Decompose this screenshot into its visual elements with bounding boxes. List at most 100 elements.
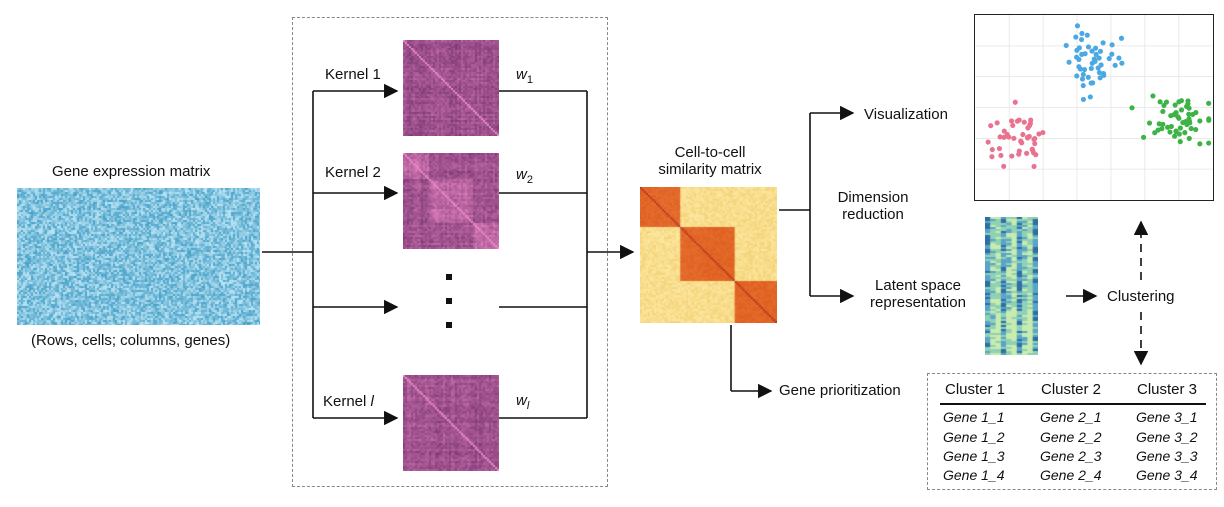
cluster-3-point <box>1188 126 1194 132</box>
cluster-3-point <box>1180 119 1186 126</box>
cluster-3-point <box>1186 116 1192 122</box>
cluster-3-point <box>1206 100 1212 106</box>
cluster-3-point <box>1185 98 1191 104</box>
cluster-1-point <box>1018 139 1024 145</box>
cluster-3-point <box>1150 93 1156 99</box>
cluster-3-point <box>1176 131 1182 137</box>
gene-expression-matrix <box>17 188 260 325</box>
cluster-3-point <box>1140 134 1147 140</box>
cluster-2-point <box>1084 32 1090 38</box>
kernel-1-label: Kernel 1 <box>325 66 381 83</box>
cluster-3-point <box>1193 109 1199 116</box>
kernel-l-matrix <box>403 375 499 471</box>
cluster-2-point <box>1080 96 1086 102</box>
cluster-1-point <box>998 152 1004 159</box>
cluster-3-point <box>1182 130 1188 136</box>
latent-space-heatmap <box>985 217 1038 355</box>
weight-1-label: w1 <box>516 66 533 86</box>
cluster-3-point <box>1186 111 1192 117</box>
cluster-1-point <box>1011 135 1017 141</box>
cluster-2-point <box>1096 55 1102 61</box>
cluster-3-point <box>1160 108 1166 115</box>
cluster-2-point <box>1096 70 1103 76</box>
cluster-2-point <box>1080 82 1086 89</box>
cluster-1-point <box>1030 147 1036 153</box>
ellipsis-dot <box>446 298 452 304</box>
cluster-3-point <box>1178 107 1185 113</box>
cluster-3-point <box>1177 139 1183 145</box>
cluster-1-point <box>1040 129 1046 136</box>
cluster-3-point <box>1168 123 1174 129</box>
table-cell: Gene 2_3 <box>1040 448 1102 464</box>
cluster-3-point <box>1197 141 1203 147</box>
cluster-2-point <box>1093 51 1099 57</box>
cluster-2-point <box>1074 23 1081 29</box>
cluster-2-point <box>1078 36 1085 43</box>
cluster-1-point <box>1001 163 1007 169</box>
cluster-2-point <box>1093 45 1099 51</box>
cluster-3-point <box>1178 98 1185 104</box>
table-cell: Gene 1_4 <box>943 467 1005 483</box>
table-cell: Gene 2_4 <box>1040 467 1102 483</box>
cluster-1-point <box>1027 120 1033 126</box>
cluster-2-point <box>1063 42 1069 49</box>
cluster-2-point <box>1095 65 1101 71</box>
cluster-2-point <box>1080 71 1086 78</box>
cluster-2-point <box>1087 94 1093 100</box>
cluster-2-point <box>1088 80 1094 86</box>
table-cell: Gene 3_3 <box>1136 448 1198 464</box>
gene-prioritization-label: Gene prioritization <box>779 382 901 399</box>
ellipsis-dot <box>446 274 452 280</box>
cluster-1-point <box>1021 119 1027 125</box>
kernel-1-matrix <box>403 40 499 136</box>
cluster-1-point <box>1032 135 1038 142</box>
cluster-1-point <box>1012 99 1018 105</box>
cluster-1-point <box>1024 150 1030 156</box>
table-cell: Gene 3_2 <box>1136 429 1198 445</box>
table-cell: Gene 3_1 <box>1136 409 1198 425</box>
table-cell: Gene 2_1 <box>1040 409 1102 425</box>
cluster-3-point <box>1146 120 1153 126</box>
table-cell: Gene 1_2 <box>943 429 1005 445</box>
cluster-3-point <box>1161 102 1167 108</box>
cluster-1-point <box>1009 118 1015 124</box>
cluster-1-point <box>1026 133 1032 139</box>
cluster-2-point <box>1109 42 1115 48</box>
cluster-1-point <box>1016 151 1022 157</box>
table-cell: Gene 1_1 <box>943 409 1005 425</box>
cluster-2-point <box>1097 48 1104 54</box>
clustering-label: Clustering <box>1107 288 1175 305</box>
cluster-3-point <box>1167 129 1173 135</box>
cluster-2-point <box>1074 47 1080 53</box>
gene-expression-caption: (Rows, cells; columns, genes) <box>31 332 231 349</box>
gene-table-box <box>927 373 1217 490</box>
cluster-2-point <box>1085 44 1092 50</box>
cluster-2-header: Cluster 2 <box>1041 381 1102 398</box>
cluster-1-point <box>996 145 1002 152</box>
cluster-scatter-plot <box>974 14 1214 201</box>
cluster-1-point <box>1016 117 1022 123</box>
cluster-2-point <box>1092 58 1098 64</box>
cluster-1-point <box>1033 152 1039 158</box>
cluster-1-point <box>1036 131 1042 137</box>
cluster-3-point <box>1197 118 1203 124</box>
gene-expression-title: Gene expression matrix <box>52 163 211 180</box>
cluster-3-point <box>1186 105 1192 111</box>
cluster-2-point <box>1079 76 1086 82</box>
visualization-label: Visualization <box>864 106 948 123</box>
cluster-1-point <box>989 154 995 160</box>
weight-l-label: wl <box>516 392 530 412</box>
cluster-2-point <box>1097 75 1103 81</box>
cluster-3-point <box>1156 121 1162 127</box>
cluster-1-point <box>1010 122 1016 128</box>
cluster-3-point <box>1172 133 1178 139</box>
cluster-2-point <box>1100 70 1107 77</box>
cluster-2-point <box>1085 74 1091 80</box>
cluster-2-point <box>1089 48 1095 54</box>
cluster-2-point <box>1109 51 1115 57</box>
